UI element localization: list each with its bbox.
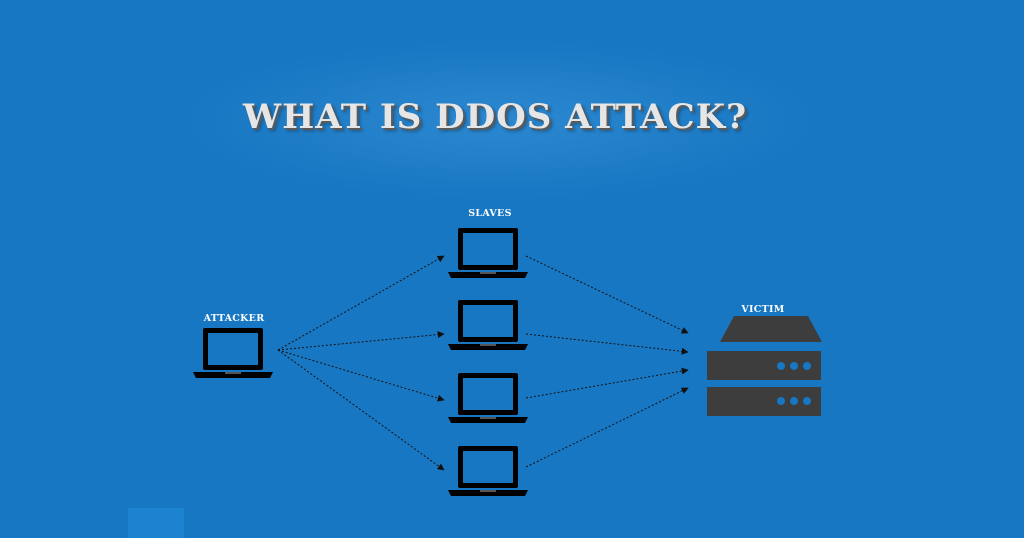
slaves-label: SLAVES xyxy=(468,208,512,219)
attacker-to-slaves-arrows xyxy=(277,255,445,471)
corner-shade xyxy=(128,508,184,538)
slave-laptop-icon-1 xyxy=(448,228,528,278)
slave-laptop-icon-3 xyxy=(448,373,528,423)
attacker-label: ATTACKER xyxy=(203,313,265,324)
arrow-slave-3-victim xyxy=(525,367,689,399)
victim-server-icon xyxy=(707,316,822,416)
arrow-slave-4-victim xyxy=(525,387,689,468)
victim-label: VICTIM xyxy=(741,304,785,315)
slave-laptop-icon-4 xyxy=(448,446,528,496)
slave-laptop-icon-2 xyxy=(448,300,528,350)
title-glow xyxy=(180,40,820,200)
arrow-slave-1-victim xyxy=(525,255,689,334)
attacker-laptop-icon xyxy=(193,328,273,378)
arrow-attacker-slave-4 xyxy=(277,349,445,471)
slaves-to-victim-arrows xyxy=(525,255,689,468)
arrow-attacker-slave-3 xyxy=(277,349,445,402)
arrow-slave-2-victim xyxy=(525,333,689,355)
page-title: WHAT IS DDOS ATTACK? xyxy=(242,97,748,137)
